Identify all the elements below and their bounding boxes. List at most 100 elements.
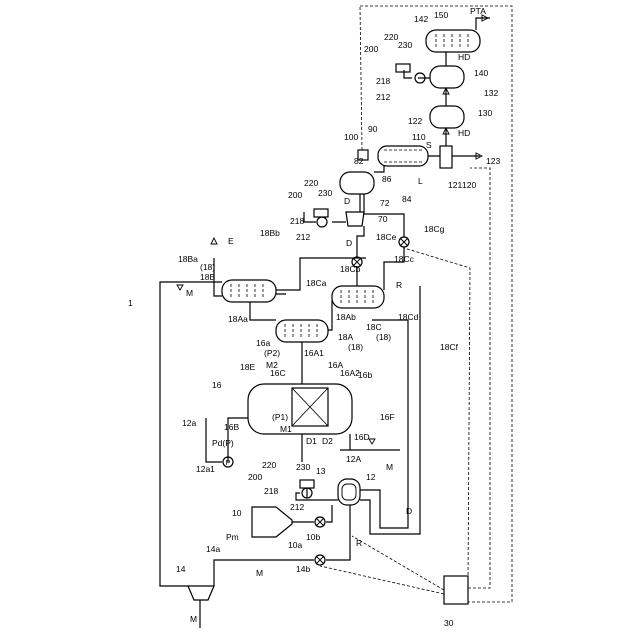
label-D1: D1 (306, 436, 317, 446)
vessel-70 (346, 212, 364, 226)
motor-230-mid (314, 209, 328, 217)
label-230-right: 230 (398, 40, 412, 50)
label-150: 150 (434, 10, 448, 20)
label-18A: 18A (338, 332, 353, 342)
label-Pd: Pd(P) (212, 438, 234, 448)
label-M2: M2 (266, 360, 278, 370)
label-14a: 14a (206, 544, 220, 554)
label-PTA: PTA (470, 6, 486, 16)
column-18B (222, 280, 276, 302)
vessel-140 (430, 66, 464, 88)
label-R-mid: R (396, 280, 402, 290)
label-raw-feeder: 14 (176, 564, 186, 574)
label-200-mid: 200 (288, 190, 302, 200)
label-120: 120 (462, 180, 476, 190)
label-132: 132 (484, 88, 498, 98)
label-18Ba: 18Ba (178, 254, 198, 264)
label-reactor: 16 (212, 380, 222, 390)
label-18Cc: 18Cc (394, 254, 415, 264)
label-218-mid: 218 (290, 216, 304, 226)
label-140: 140 (474, 68, 488, 78)
label-142: 142 (414, 14, 428, 24)
label-218-left: 218 (264, 486, 278, 496)
label-P1: (P1) (272, 412, 288, 422)
label-18B: 18B (200, 272, 215, 282)
label-18-b: (18) (200, 262, 215, 272)
label-200-right: 200 (364, 44, 378, 54)
label-100: 100 (344, 132, 358, 142)
vessel-82 (340, 172, 374, 194)
label-18Ab: 18Ab (336, 312, 356, 322)
label-18C: 18C (366, 322, 382, 332)
label-D-mid: D (346, 238, 352, 248)
pump-200-mid (317, 217, 327, 227)
label-HD-2: HD (458, 52, 470, 62)
label-D-bottom: D (406, 506, 412, 516)
label-M1: M1 (280, 424, 292, 434)
label-controller: 30 (444, 618, 454, 628)
label-86: 86 (382, 174, 392, 184)
label-14b: 14b (296, 564, 310, 574)
vessel-130 (430, 106, 464, 128)
label-18Aa: 18Aa (228, 314, 248, 324)
label-12a: 12a (182, 418, 196, 428)
label-raw-M-in: M (190, 614, 197, 624)
label-10b: 10b (306, 532, 320, 542)
label-230-left: 230 (296, 462, 310, 472)
label-220-left: 220 (262, 460, 276, 470)
label-M-up: M (386, 462, 393, 472)
label-16b: 16b (358, 370, 372, 380)
label-18Ca: 18Ca (306, 278, 327, 288)
label-D-upper: D (344, 196, 350, 206)
vessel-150 (426, 30, 480, 52)
label-P2: (P2) (264, 348, 280, 358)
label-M-top: M (186, 288, 193, 298)
column-18C (332, 286, 384, 308)
diagram-rotated-group: P 1 14 M 14a 14b M 10 Pm 10a 10b R D 200… (128, 6, 512, 628)
label-212-mid: 212 (296, 232, 310, 242)
label-110: 110 (412, 132, 426, 142)
label-12a1: 12a1 (196, 464, 215, 474)
label-12: 12 (366, 472, 376, 482)
motor-230-right (396, 64, 410, 72)
label-212-right: 212 (376, 92, 390, 102)
column-18A (276, 320, 328, 342)
label-18Cf: 18Cf (440, 342, 459, 352)
label-16F: 16F (380, 412, 395, 422)
label-70: 70 (378, 214, 388, 224)
valve-10b (315, 517, 325, 527)
label-90: 90 (368, 124, 378, 134)
label-220-mid: 220 (304, 178, 318, 188)
label-220-right: 220 (384, 32, 398, 42)
label-18Cd: 18Cd (398, 312, 419, 322)
valve-14b (315, 555, 325, 565)
separator-120 (440, 146, 452, 168)
label-12A: 12A (346, 454, 361, 464)
label-200-left: 200 (248, 472, 262, 482)
label-18E: 18E (240, 362, 255, 372)
label-122: 122 (408, 116, 422, 126)
label-raw-M-mid: M (256, 568, 263, 578)
label-18Cg: 18Cg (424, 224, 445, 234)
label-system: 1 (128, 298, 133, 308)
label-82: 82 (354, 156, 364, 166)
label-16a: 16a (256, 338, 270, 348)
label-S: S (426, 140, 432, 150)
label-13: 13 (316, 466, 326, 476)
label-212-left: 212 (290, 502, 304, 512)
vessel-110 (378, 146, 428, 166)
label-HD-1: HD (458, 128, 470, 138)
label-121: 121 (448, 180, 462, 190)
label-hopper: 10 (232, 508, 242, 518)
label-18-a: (18) (348, 342, 363, 352)
label-218-right: 218 (376, 76, 390, 86)
controller-30 (444, 576, 468, 604)
label-18Bb: 18Bb (260, 228, 280, 238)
label-72: 72 (380, 198, 390, 208)
hopper-10 (252, 507, 292, 537)
label-18Ce: 18Ce (376, 232, 397, 242)
raw-feeder-14 (188, 586, 214, 600)
label-10a: 10a (288, 540, 302, 550)
label-84: 84 (402, 194, 412, 204)
label-230-mid: 230 (318, 188, 332, 198)
